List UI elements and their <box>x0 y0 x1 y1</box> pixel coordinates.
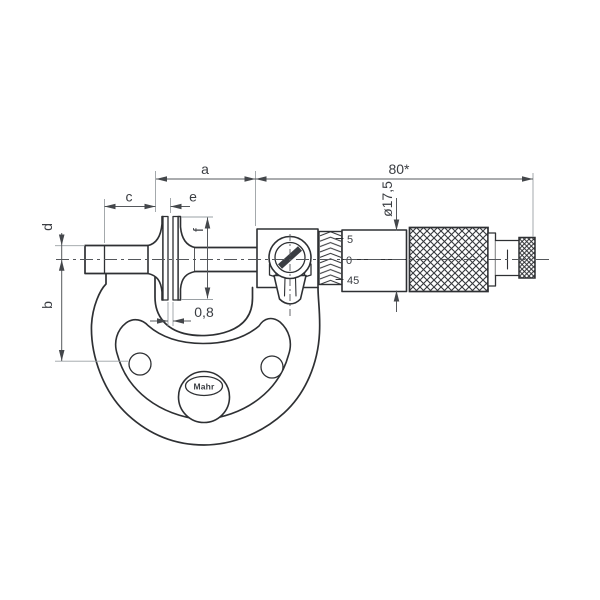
frame-recess-panel <box>114 317 292 421</box>
dimension-a: a <box>156 161 256 182</box>
dimension-overall-length: 80* <box>255 161 533 182</box>
measuring-disc-right <box>172 215 179 301</box>
dim-label-thimble-diameter: ø17,5 <box>379 181 395 217</box>
frame-throat <box>154 272 254 337</box>
screw-right <box>260 355 284 379</box>
scale-number-upper: 5 <box>347 234 353 246</box>
dimension-thimble-diameter: ø17,5 <box>379 181 400 312</box>
dim-label-e: e <box>189 189 197 205</box>
sleeve-barrel: 5 0 45 <box>318 229 408 293</box>
frame-outline <box>90 272 321 446</box>
barrel-body <box>341 229 408 293</box>
scale-number-index: 0 <box>346 255 352 267</box>
dim-label-f: f <box>190 228 206 232</box>
scale-number-lower: 45 <box>347 275 359 287</box>
dim-label-d: d <box>39 223 55 231</box>
dimension-f: f <box>190 217 211 299</box>
sleeve-boss <box>256 228 319 316</box>
brand-logo-oval <box>184 375 224 397</box>
dim-label-c: c <box>126 189 133 205</box>
brand-logo-text: Mahr <box>193 382 215 392</box>
screw-left <box>128 352 152 376</box>
dimension-c: c <box>104 189 156 210</box>
dim-label-b: b <box>39 301 55 309</box>
dim-label-disc-edge: 0,8 <box>194 304 214 320</box>
dim-label-overall-length: 80* <box>388 161 410 177</box>
dimension-disc-edge: 0,8 <box>150 304 214 324</box>
dimensions: a 80* c e d b <box>39 161 534 362</box>
measuring-disc-left <box>162 215 169 301</box>
ratchet-knob <box>518 236 536 279</box>
lock-lever <box>268 234 312 316</box>
sleeve-serrated-band <box>318 230 343 286</box>
brand-boss: Mahr <box>177 370 231 424</box>
dim-label-a: a <box>201 161 209 177</box>
dimension-e: e <box>170 189 197 210</box>
lock-screw-slot <box>277 246 303 269</box>
dimension-d-b: d b <box>39 223 65 361</box>
